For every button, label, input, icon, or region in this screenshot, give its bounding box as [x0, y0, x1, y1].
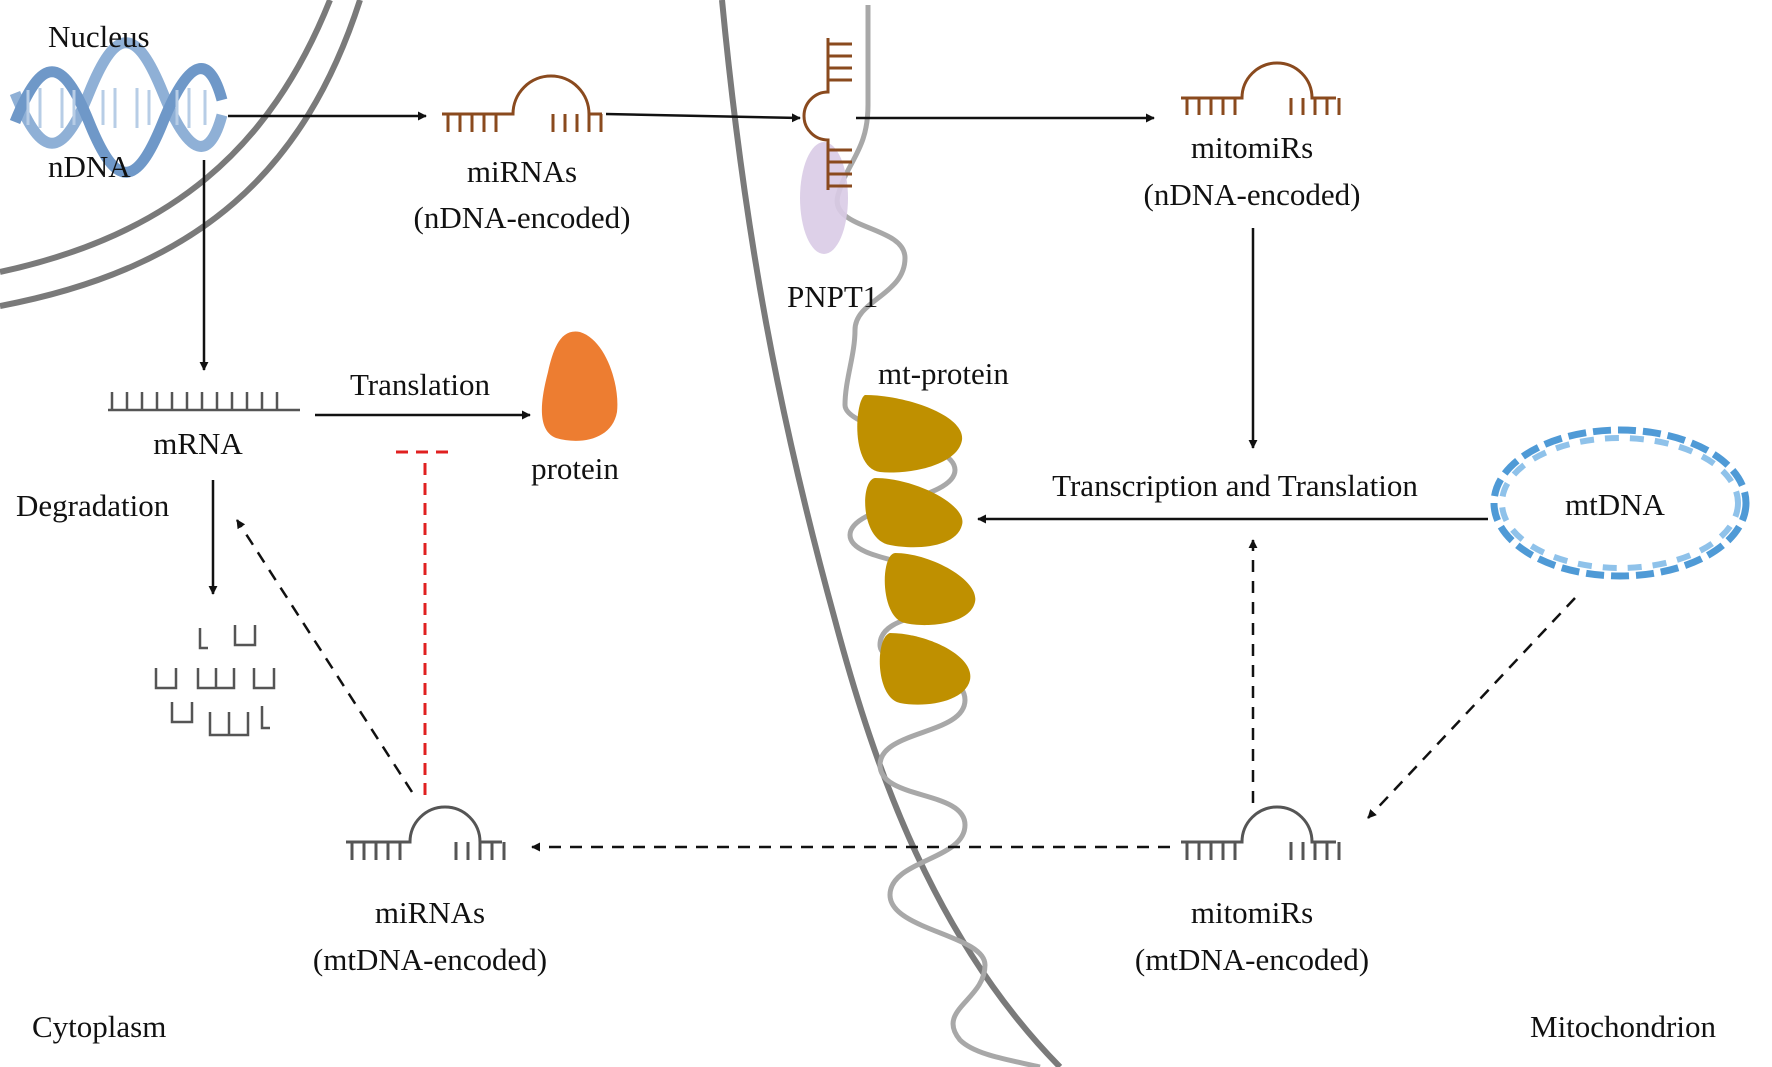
cytoplasm-label: Cytoplasm — [32, 1009, 166, 1044]
mitochondrion-label: Mitochondrion — [1530, 1009, 1716, 1044]
mitochondrial-outer-membrane — [719, 0, 1063, 1067]
mitomirs-nuclear-origin-label: (nDNA-encoded) — [1144, 177, 1361, 212]
arrow-mtdna-to-mitomirs — [1367, 597, 1576, 819]
pnpt1-label: PNPT1 — [787, 279, 878, 314]
protein-icon — [541, 331, 618, 441]
mitomirs-mt-origin-label: (mtDNA-encoded) — [1135, 942, 1369, 977]
mt-protein-label: mt-protein — [878, 356, 1009, 391]
translation-label: Translation — [350, 367, 491, 402]
dashed-arrows — [235, 519, 1576, 852]
nucleus-label: Nucleus — [48, 19, 150, 54]
mt-protein-icon — [857, 395, 963, 473]
mt-protein-icon — [865, 478, 963, 548]
nuclear-envelope — [0, 0, 363, 309]
mirnas-mt-label: miRNAs — [375, 895, 485, 930]
mirnas-nuclear-label: miRNAs — [467, 154, 577, 189]
transcription-translation-label: Transcription and Translation — [1052, 468, 1418, 503]
solid-arrows — [199, 111, 1488, 595]
mt-protein-icon — [879, 633, 971, 705]
mitomir-mt-icon — [1181, 805, 1341, 860]
mtdna-ring-icon — [1490, 426, 1750, 580]
arrow-mirnas-to-pnpt1 — [605, 112, 801, 123]
mirnas-mt-origin-label: (mtDNA-encoded) — [313, 942, 547, 977]
mitomir-nuclear-icon — [1181, 61, 1341, 115]
mtdna-label: mtDNA — [1565, 487, 1666, 522]
degraded-mrna-fragments-icon — [154, 625, 276, 737]
mirna-mt-icon — [346, 805, 506, 860]
mirna-import-hairpin-icon — [802, 38, 852, 190]
arrow-mirnas-to-mrna — [235, 519, 414, 793]
protein-label: protein — [531, 451, 619, 486]
mt-protein-stack — [857, 395, 976, 705]
mrna-label: mRNA — [153, 426, 243, 461]
pnpt1-icon — [800, 142, 848, 254]
ndna-label: nDNA — [48, 149, 131, 184]
ndna-helix-icon — [9, 37, 228, 178]
mirna-nuclear-icon — [442, 74, 603, 132]
mirnas-nuclear-origin-label: (nDNA-encoded) — [414, 200, 631, 235]
degradation-label: Degradation — [16, 488, 170, 523]
translation-inhibition — [396, 450, 454, 795]
mt-protein-icon — [884, 553, 976, 626]
mitomirs-nuclear-label: mitomiRs — [1191, 130, 1313, 165]
mrna-icon — [108, 392, 300, 412]
mitomirs-mt-label: mitomiRs — [1191, 895, 1313, 930]
